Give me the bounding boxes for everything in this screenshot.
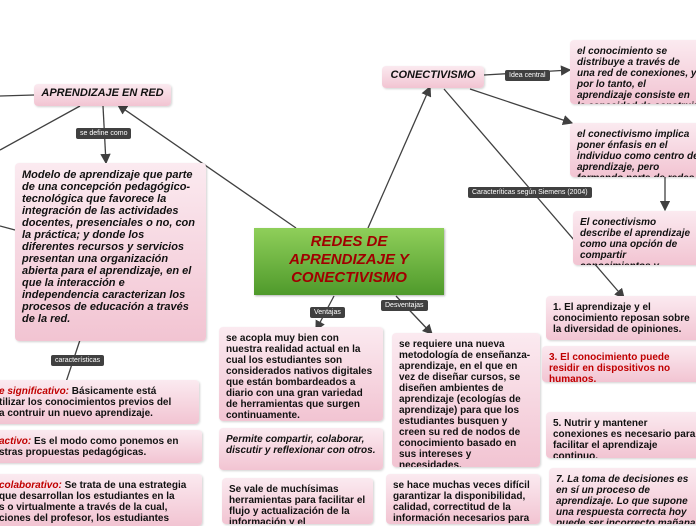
node-modelo-aprendizaje[interactable]: Modelo de aprendizaje que parte de una c… [15,163,206,341]
node-caracteristica-5[interactable]: 5. Nutrir y mantener conexiones es neces… [546,412,696,458]
node-aprendizaje-en-red[interactable]: APRENDIZAJE EN RED [34,84,171,106]
node-colaborativo[interactable]: colaborativo: Se trata de una estrategia… [0,474,202,526]
node-caracteristica-3[interactable]: 3. El conocimiento puede residir en disp… [542,346,696,382]
edge-modelo-left [0,225,16,231]
colaborativo-lead: colaborativo: [0,480,62,491]
label-caracteristicas: características [51,355,105,366]
central-topic[interactable]: REDES DE APRENDIZAJE Y CONECTIVISMO [254,228,444,295]
activo-lead: activo: [0,436,32,447]
label-se-define-como: se define como [76,128,132,139]
node-conectivismo[interactable]: CONECTIVISMO [382,66,484,88]
node-caracteristica-1[interactable]: 1. El aprendizaje y el conocimiento repo… [546,296,696,340]
edge-central-aprendizaje [116,104,297,229]
edge-conect-idea2 [469,88,574,126]
node-activo[interactable]: activo: Es el modo como ponemos en stras… [0,430,202,463]
significativo-text: Básicamente está tilizar los conocimient… [0,386,172,419]
node-ventaja-3[interactable]: Se vale de muchísimas herramientas para … [222,478,373,524]
node-ventaja-1[interactable]: se acopla muy bien con nuestra realidad … [219,327,383,421]
label-desventajas: Desventajas [381,300,428,311]
node-desventaja-2[interactable]: se hace muchas veces difícil garantizar … [386,474,540,524]
colaborativo-text: Se trata de una estrategia que desarroll… [0,480,187,524]
label-ventajas: Ventajas [310,307,345,318]
edge-central-conectivismo [367,85,432,229]
edge-aprendizaje-left [0,94,35,97]
significativo-lead: e significativo: [0,386,70,397]
label-idea-central: Idea central [505,70,550,81]
node-idea-1[interactable]: el conocimiento se distribuye a través d… [570,40,696,104]
node-idea-2[interactable]: el conectivismo implica poner énfasis en… [570,123,696,177]
label-caracteristicas-siemens: Caracteríticas según Siemens (2004) [468,187,592,198]
edge-aprendizaje-left2 [0,105,81,151]
node-caracteristica-7[interactable]: 7. La toma de decisiones es en sí un pro… [549,468,696,524]
node-ventaja-2[interactable]: Permite compartir, colaborar, discutir y… [219,428,383,470]
node-desventaja-1[interactable]: se requiere una nueva metodología de ens… [392,333,540,467]
activo-text: Es el modo como ponemos en stras propues… [0,436,179,458]
node-significativo[interactable]: e significativo: Básicamente está tiliza… [0,380,199,424]
node-idea-3[interactable]: El conectivismo describe el aprendizaje … [573,211,696,265]
